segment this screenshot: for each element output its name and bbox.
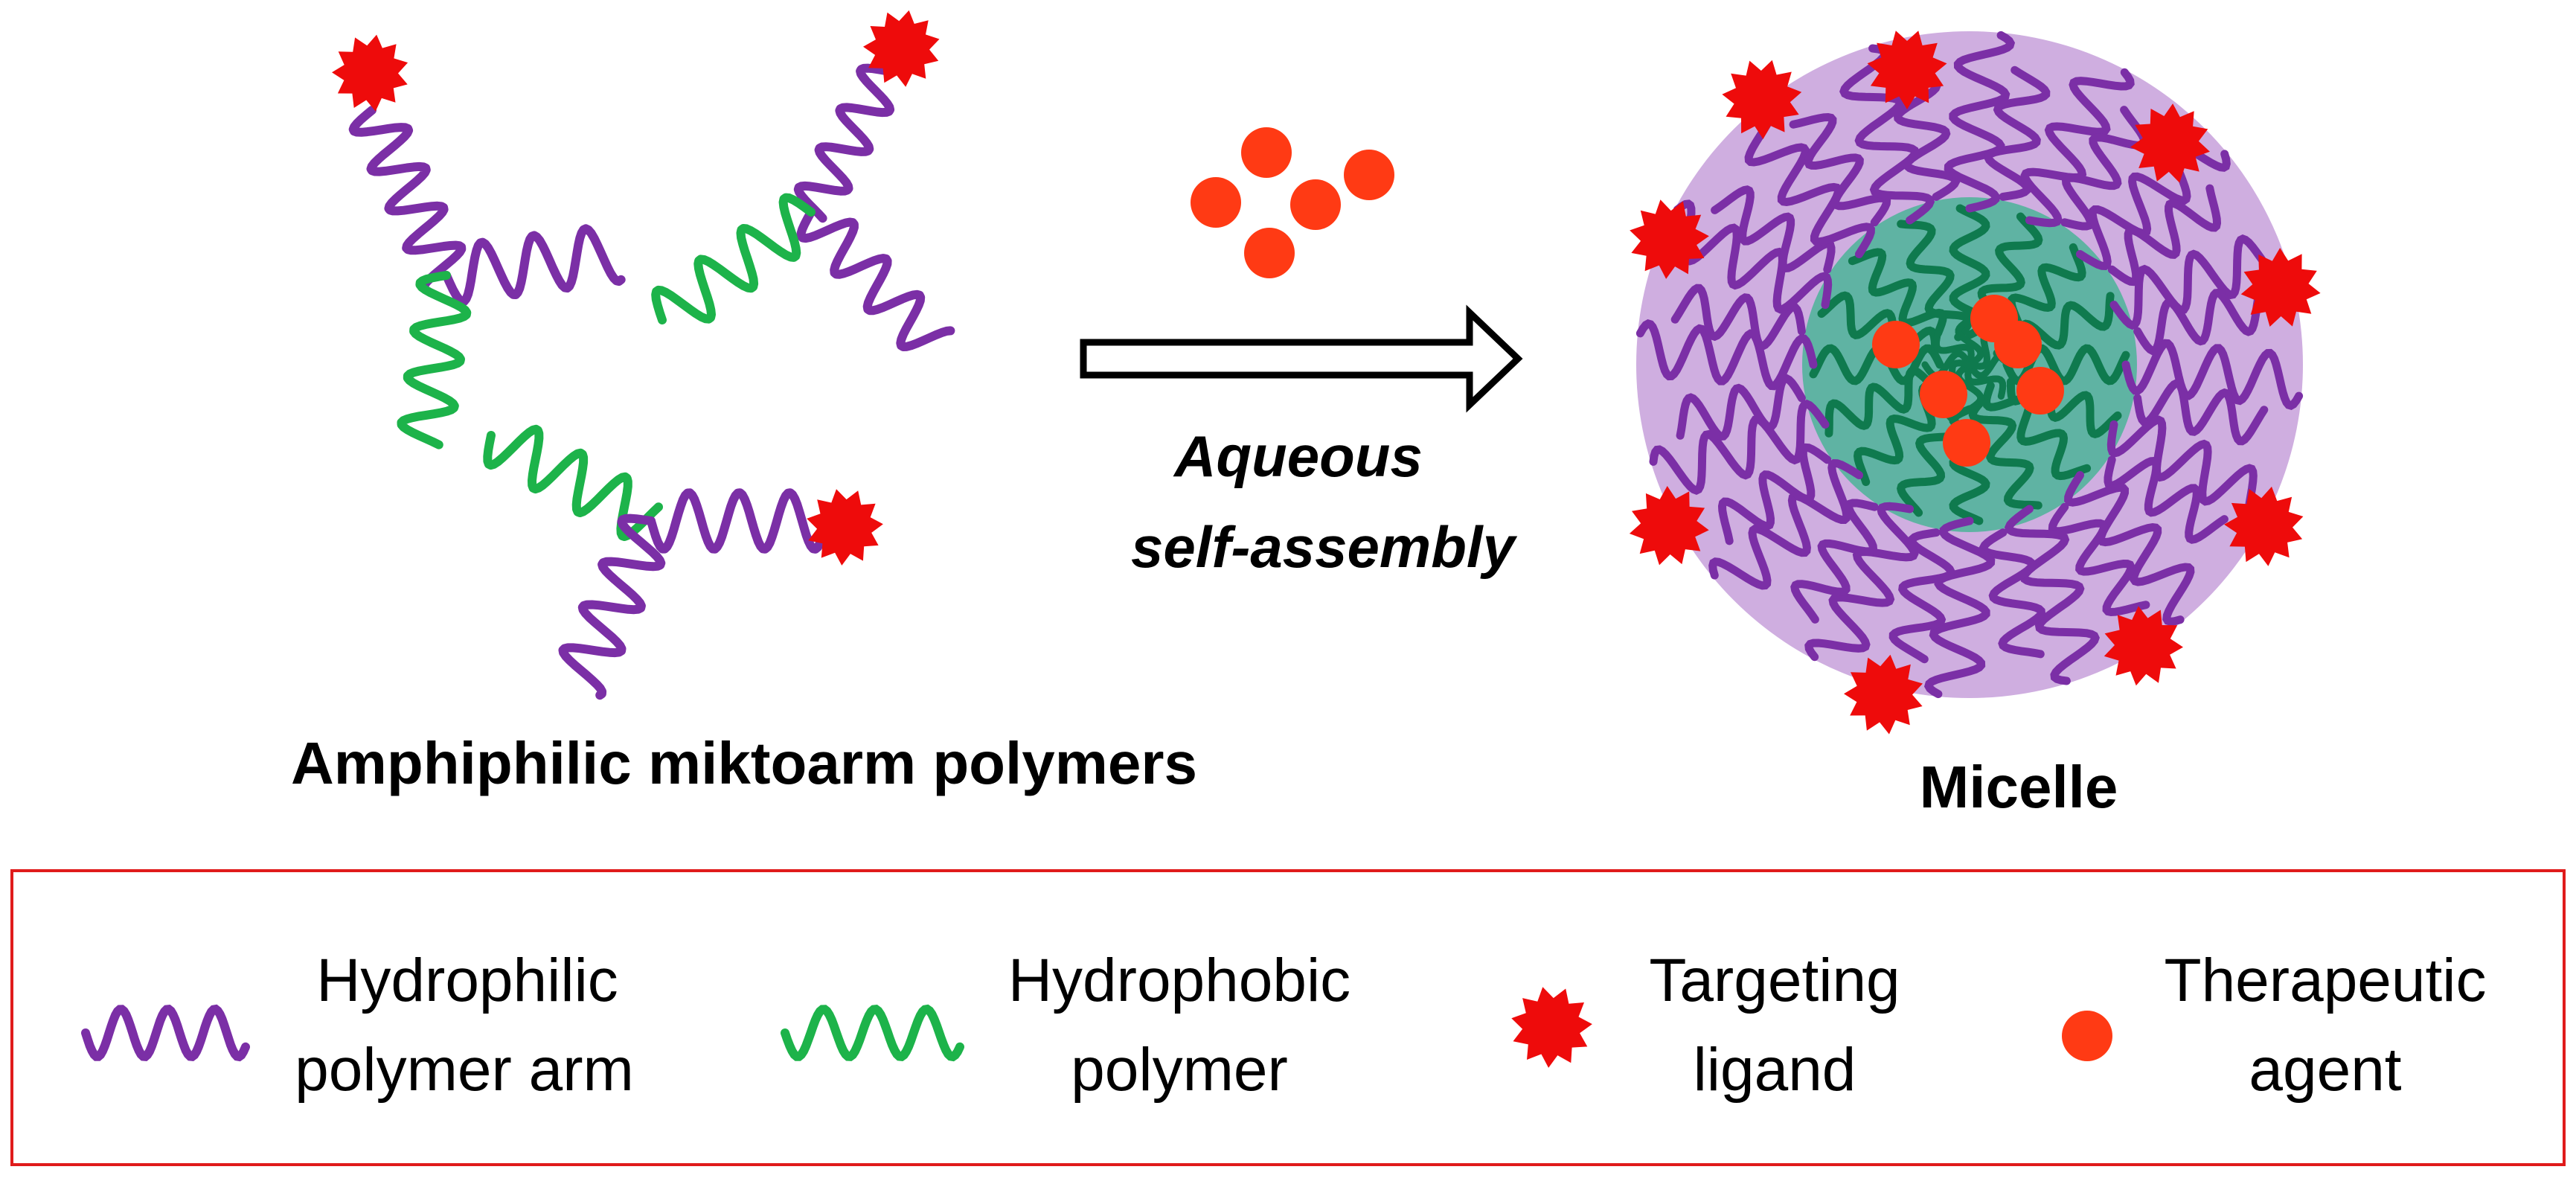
corona-chain <box>1708 459 1863 590</box>
corona-chain <box>1635 319 1818 391</box>
therapeutic-agent-icon <box>1994 321 2042 368</box>
hydrophobic-polymer-icon <box>781 1004 964 1062</box>
corona-chain <box>2048 502 2150 617</box>
legend-ligand-line1: Targeting <box>1649 947 1900 1014</box>
corona-chain <box>1744 103 1875 258</box>
legend-box <box>10 869 2566 1166</box>
core-chain <box>1817 291 1940 357</box>
legend-agent-line1: Therapeutic <box>2164 947 2486 1014</box>
hydrophobic-chain <box>397 271 472 449</box>
corona-chain <box>1676 374 1806 441</box>
hydrophobic-chain <box>651 193 816 324</box>
targeting-ligand-icon <box>1511 987 1592 1068</box>
corona-chain <box>1888 528 1955 664</box>
targeting-ligand-icon <box>2104 606 2183 686</box>
therapeutic-agent-icon <box>2016 367 2064 415</box>
targeting-ligand-icon <box>1722 60 1802 139</box>
corona-chain <box>1944 31 2016 213</box>
targeting-ligand-icon <box>1844 654 1923 735</box>
targeting-ligand-icon <box>2130 103 2210 183</box>
therapeutic-agent-icon <box>1241 127 1292 178</box>
corona-chain <box>1790 499 1879 624</box>
hydrophilic-chain <box>442 224 626 307</box>
targeting-ligand-icon <box>863 10 940 87</box>
targeting-ligand-icon <box>1630 199 1709 279</box>
legend-agent-line2: agent <box>2249 1036 2401 1104</box>
process-label-line2: self-assembly <box>1131 514 1518 580</box>
corona-chain <box>2104 455 2229 544</box>
hydrophilic-chain <box>793 63 895 223</box>
legend-hydrophilic-line2: polymer arm <box>295 1036 634 1104</box>
legend-ligand-line2: ligand <box>1694 1036 1856 1104</box>
therapeutic-agent-icon <box>1290 179 1341 230</box>
hydrophobic-chain <box>483 424 663 541</box>
therapeutic-agent-icon <box>1244 228 1295 278</box>
targeting-ligand-icon <box>1511 987 1592 1068</box>
core-chain <box>1981 381 2092 481</box>
targeting-ligand-icon <box>2240 248 2321 327</box>
right-caption: Micelle <box>1920 754 2118 820</box>
corona-chain <box>2133 379 2269 446</box>
therapeutic-agent-icon <box>1920 371 1967 418</box>
legend-hydrophobic-line2: polymer <box>1071 1036 1288 1104</box>
targeting-ligand-icon <box>807 489 883 566</box>
corona-chain <box>1804 502 1919 662</box>
corona-chain <box>2004 505 2100 685</box>
hydrophilic-chain <box>647 488 827 554</box>
corona-chain <box>1649 399 1830 495</box>
legend-hydrophilic-line1: Hydrophilic <box>316 947 618 1014</box>
core-chain <box>1968 394 2042 510</box>
targeting-ligand-icon <box>1867 31 1947 110</box>
hydrophilic-chain <box>348 106 467 290</box>
legend: Hydrophilic polymer arm Hydrophobic poly… <box>10 869 2566 1166</box>
corona-chain <box>1717 443 1832 545</box>
corona-chain <box>1979 528 2046 659</box>
corona-chain <box>1670 284 1806 351</box>
hydrophilic-chain <box>558 513 666 700</box>
micelle-ligands <box>1629 31 2321 735</box>
left-caption: Amphiphilic miktoarm polymers <box>291 730 1197 796</box>
core-chain <box>1897 220 1973 342</box>
miktoarm-polymers <box>332 10 955 700</box>
corona-chain <box>2064 471 2195 626</box>
corona-chain <box>1923 516 1996 699</box>
corona-chain <box>1893 71 1961 201</box>
targeting-ligand-icon <box>1629 486 1709 566</box>
micelle-agents <box>1872 295 2064 467</box>
hydrophilic-arm-icon <box>81 1004 250 1062</box>
therapeutic-agent-icon <box>1872 321 1920 368</box>
corona-chain <box>2106 415 2266 530</box>
corona-chain <box>2107 184 2222 287</box>
targeting-ligand-icon <box>332 34 408 112</box>
therapeutic-agent-icon <box>1191 177 1241 228</box>
therapeutic-agent-icon <box>2062 1011 2112 1061</box>
corona-chain <box>2133 288 2263 356</box>
hydrophilic-chain <box>796 208 955 351</box>
corona-chain <box>1711 185 1836 274</box>
therapeutic-agent-icon <box>1344 150 1394 200</box>
agent-cluster <box>1191 127 1394 278</box>
micelle <box>1629 31 2321 735</box>
corona-chain <box>1839 44 1935 225</box>
corona-chain <box>1789 112 1891 227</box>
process-label-line1: Aqueous <box>1173 423 1423 489</box>
corona-chain <box>2109 234 2290 330</box>
legend-hydrophobic-line1: Hydrophobic <box>1008 947 1351 1014</box>
targeting-ligand-icon <box>2224 486 2304 566</box>
process-arrow-icon <box>1080 304 1523 413</box>
therapeutic-agent-icon <box>1943 419 1990 467</box>
corona-chain <box>2020 68 2135 228</box>
corona-chain <box>2121 339 2304 411</box>
corona-chain <box>1984 65 2051 201</box>
